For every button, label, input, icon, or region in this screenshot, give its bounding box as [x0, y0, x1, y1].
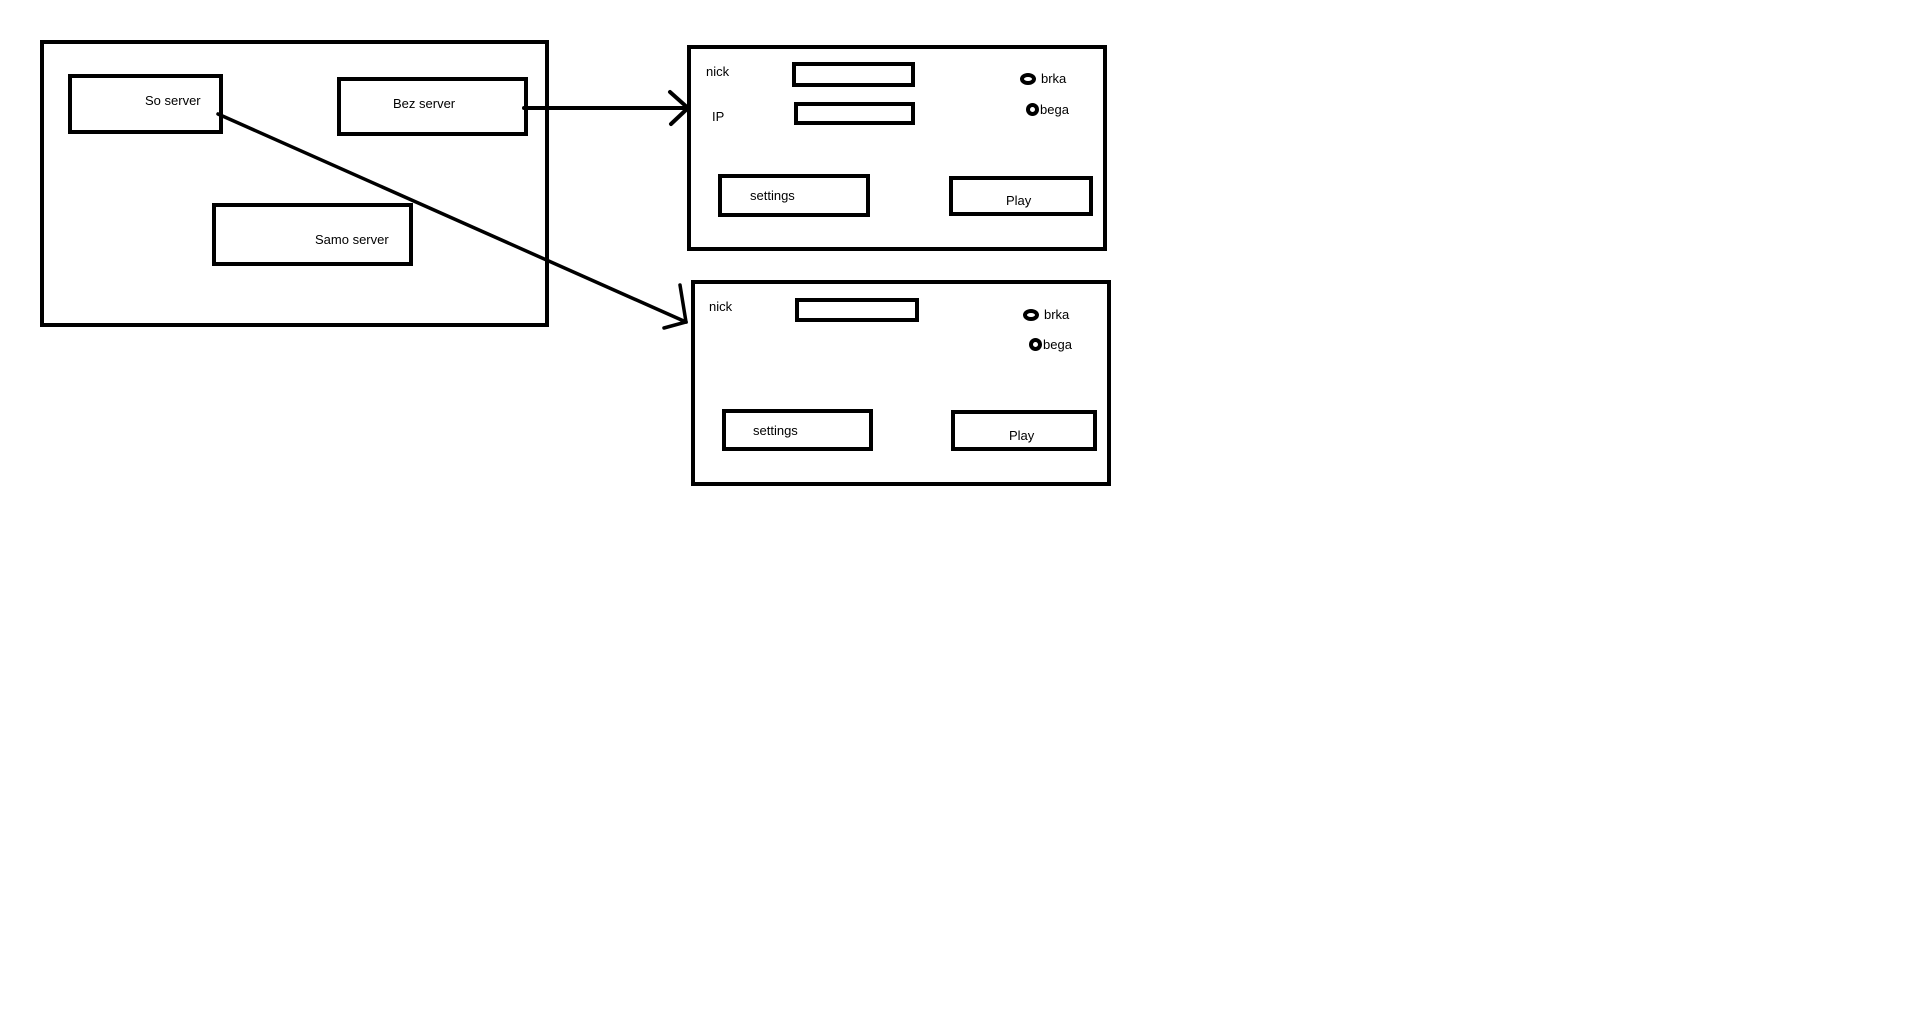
play-button[interactable] [949, 176, 1093, 216]
samo-server-button[interactable] [212, 203, 413, 266]
arrow-so-to-screen [216, 112, 688, 330]
radio-bega[interactable] [1026, 103, 1039, 116]
bez-server-screen-frame [687, 45, 1107, 251]
play-label: Play [1006, 193, 1032, 208]
settings-label: settings [753, 423, 798, 438]
so-server-screen-frame [691, 280, 1111, 486]
radio-bega-label: bega [1040, 102, 1069, 117]
samo-server-label: Samo server [315, 232, 389, 247]
so-server-label: So server [145, 93, 201, 108]
settings-button[interactable] [722, 409, 873, 451]
radio-brka-label: brka [1041, 71, 1067, 86]
settings-button[interactable] [718, 174, 870, 217]
so-server-button[interactable] [68, 74, 223, 134]
nick-input[interactable] [795, 298, 919, 322]
settings-label: settings [750, 188, 795, 203]
radio-bega-label: bega [1043, 337, 1072, 352]
nick-label: nick [709, 299, 733, 314]
ip-input[interactable] [794, 102, 915, 125]
nick-label: nick [706, 64, 730, 79]
bez-server-label: Bez server [393, 96, 456, 111]
ip-label: IP [712, 109, 725, 124]
radio-brka[interactable] [1020, 73, 1036, 85]
arrow-bez-to-screen [522, 90, 691, 126]
play-label: Play [1009, 428, 1035, 443]
radio-brka[interactable] [1023, 309, 1039, 321]
radio-bega[interactable] [1029, 338, 1042, 351]
play-button[interactable] [951, 410, 1097, 451]
radio-brka-label: brka [1044, 307, 1070, 322]
main-menu-frame [40, 40, 549, 327]
nick-input[interactable] [792, 62, 915, 87]
